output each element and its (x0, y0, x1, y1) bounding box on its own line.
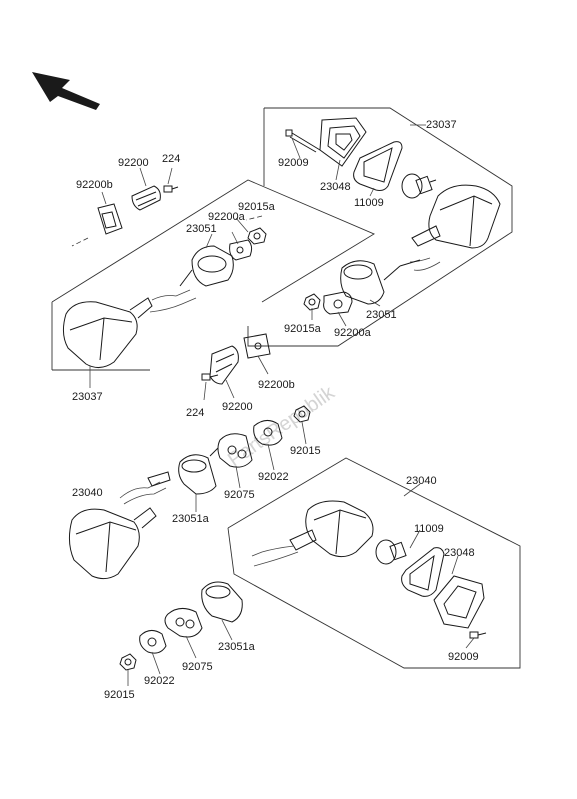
bracket-mid-icon (209, 345, 239, 385)
label-m-92200: 92200 (222, 401, 253, 413)
label-b-92015: 92015 (104, 689, 135, 701)
label-l-92015a: 92015a (238, 201, 276, 213)
lens-icon (319, 117, 367, 167)
washer-mid-icon (253, 420, 283, 446)
label-r-23048: 23048 (320, 181, 351, 193)
label-m-92022: 92022 (258, 471, 289, 483)
grommet-bottom-icon (164, 608, 203, 638)
holder-mid-icon (178, 447, 219, 495)
label-l-23051: 23051 (186, 223, 217, 235)
label-l-224: 224 (162, 153, 180, 165)
label-m-23040: 23040 (72, 487, 103, 499)
bulb-front-icon (375, 539, 407, 565)
gasket-front-icon (401, 547, 445, 597)
plate-icon (323, 291, 353, 315)
lens-front-icon (433, 575, 485, 629)
clip-icon (97, 203, 123, 235)
label-b-11009: 11009 (414, 523, 444, 535)
frame-top-left (51, 179, 375, 371)
holder-right-rear-icon (340, 259, 421, 305)
label-l-92200b: 92200b (76, 179, 113, 191)
turn-signal-right-rear-icon (409, 184, 501, 271)
plate-left-icon (229, 239, 253, 261)
part-labels: 23037 92009 23048 11009 23051 92015a 922… (72, 119, 479, 701)
nut-icon (303, 293, 321, 311)
label-r-92015a: 92015a (284, 323, 322, 335)
label-b-92022: 92022 (144, 675, 175, 687)
label-r-23037: 23037 (426, 119, 457, 131)
label-l-23037: 23037 (72, 391, 103, 403)
label-m-23051a: 23051a (172, 513, 210, 525)
label-b-23040: 23040 (406, 475, 437, 487)
frame-bottom-right (227, 457, 521, 669)
bracket-icon (131, 185, 161, 211)
turn-signal-right-front-icon (251, 500, 374, 567)
nut-mid-icon (293, 405, 311, 423)
nut-left-icon (247, 227, 267, 245)
turn-signal-left-rear-icon (62, 289, 197, 368)
label-r-11009: 11009 (354, 197, 384, 209)
nut-bottom-icon (119, 653, 137, 671)
grommet-mid-icon (217, 433, 253, 468)
screw-icon (285, 129, 321, 153)
front-arrow-icon (32, 72, 100, 110)
bolt-icon (163, 185, 179, 193)
label-m-92015: 92015 (290, 445, 321, 457)
leader-lines (89, 124, 475, 686)
label-b-23048: 23048 (444, 547, 475, 559)
bulb-icon (401, 173, 437, 199)
gasket-icon (353, 141, 403, 191)
label-m-92075: 92075 (224, 489, 255, 501)
frame-top-right (247, 107, 513, 347)
label-r-92009: 92009 (278, 157, 309, 169)
label-b-92009: 92009 (448, 651, 479, 663)
turn-signal-left-front-icon (68, 471, 171, 580)
label-l-92200a: 92200a (208, 211, 246, 223)
label-r-92200a: 92200a (334, 327, 372, 339)
holder-bottom-icon (201, 581, 243, 623)
label-b-23051a: 23051a (218, 641, 256, 653)
label-m-92200b: 92200b (258, 379, 295, 391)
clip-mid-icon (243, 333, 271, 359)
label-b-92075: 92075 (182, 661, 213, 673)
screw-front-icon (469, 631, 487, 639)
washer-bottom-icon (139, 630, 167, 654)
label-l-92200: 92200 (118, 157, 149, 169)
label-r-23051: 23051 (366, 309, 397, 321)
label-m-224: 224 (186, 407, 204, 419)
holder-left-rear-icon (179, 245, 234, 287)
